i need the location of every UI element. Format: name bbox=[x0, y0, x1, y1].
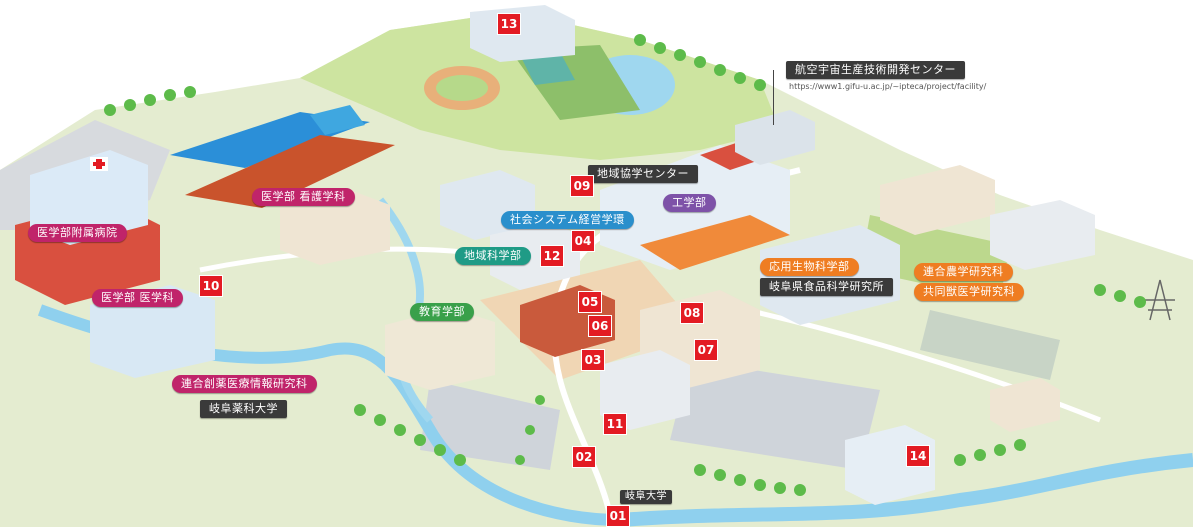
label-vet[interactable]: 共同獣医学研究科 bbox=[914, 283, 1024, 301]
marker-11[interactable]: 11 bbox=[603, 413, 627, 435]
aerospace-building bbox=[735, 110, 815, 165]
marker-04[interactable]: 04 bbox=[571, 230, 595, 252]
river-east bbox=[619, 453, 1193, 527]
label-aerospace[interactable]: 航空宇宙生産技術開発センター bbox=[786, 61, 965, 79]
marker-06[interactable]: 06 bbox=[588, 315, 612, 337]
red-track-field bbox=[185, 135, 395, 208]
marker-05[interactable]: 05 bbox=[578, 291, 602, 313]
marker-01[interactable]: 01 bbox=[606, 505, 630, 527]
label-regional-science[interactable]: 地域科学部 bbox=[455, 247, 531, 265]
marker-08[interactable]: 08 bbox=[680, 302, 704, 324]
label-food-science[interactable]: 岐阜県食品科学研究所 bbox=[760, 278, 893, 296]
label-yakka[interactable]: 岐阜薬科大学 bbox=[200, 400, 287, 418]
label-social-system[interactable]: 社会システム経営学環 bbox=[501, 211, 634, 229]
marker-02[interactable]: 02 bbox=[572, 446, 596, 468]
hospital-cross-icon bbox=[93, 159, 105, 169]
label-applied-bio[interactable]: 応用生物科学部 bbox=[760, 258, 859, 276]
label-nursing[interactable]: 医学部 看護学科 bbox=[252, 188, 355, 206]
label-engineering[interactable]: 工学部 bbox=[663, 194, 716, 212]
label-regional-center[interactable]: 地域協学センター bbox=[588, 165, 698, 183]
label-hospital[interactable]: 医学部附属病院 bbox=[28, 224, 127, 242]
label-rengo-agri[interactable]: 連合農学研究科 bbox=[914, 263, 1013, 281]
label-medicine[interactable]: 医学部 医学科 bbox=[92, 289, 183, 307]
power-pylon bbox=[1145, 279, 1175, 321]
label-education[interactable]: 教育学部 bbox=[410, 303, 474, 321]
label-rengo-iyaku[interactable]: 連合創薬医療情報研究科 bbox=[172, 375, 317, 393]
marker-12[interactable]: 12 bbox=[540, 245, 564, 267]
marker-10[interactable]: 10 bbox=[199, 275, 223, 297]
marker-03[interactable]: 03 bbox=[581, 349, 605, 371]
blue-courts-small bbox=[310, 105, 365, 135]
north-dorm bbox=[470, 5, 575, 62]
marker-14[interactable]: 14 bbox=[906, 445, 930, 467]
south-parking bbox=[670, 360, 880, 470]
medicine-building bbox=[90, 285, 215, 378]
marker-13[interactable]: 13 bbox=[497, 13, 521, 35]
label-gifu-univ[interactable]: 岐阜大学 bbox=[620, 490, 672, 504]
trees bbox=[104, 34, 1146, 496]
aerospace-callout-line bbox=[773, 70, 774, 125]
marker-07[interactable]: 07 bbox=[694, 339, 718, 361]
education-building bbox=[385, 308, 495, 390]
marker-09[interactable]: 09 bbox=[570, 175, 594, 197]
aerospace-url[interactable]: https://www1.gifu-u.ac.jp/~ipteca/projec… bbox=[789, 82, 987, 91]
